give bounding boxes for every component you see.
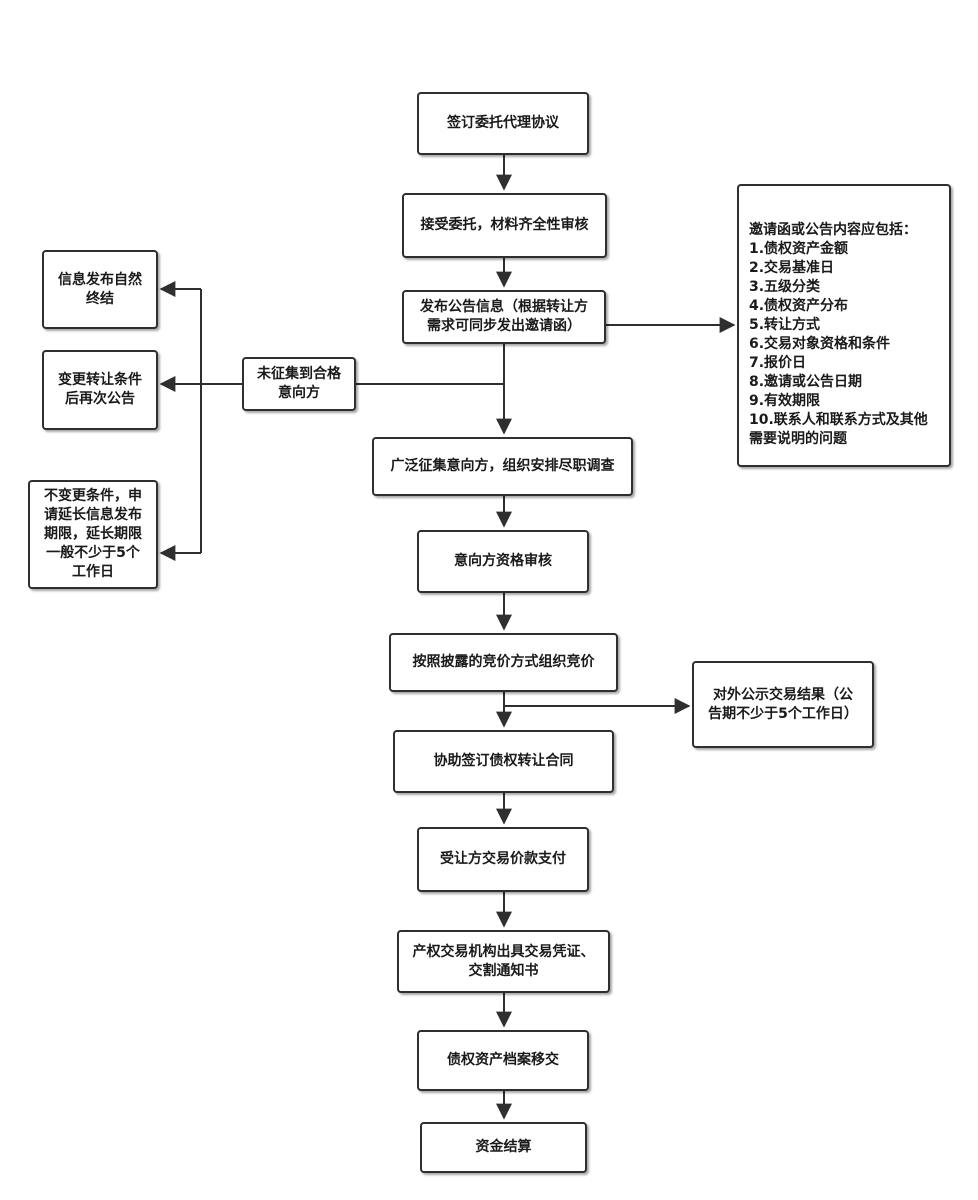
- qualification-review-box: 意向方资格审核: [417, 530, 589, 593]
- publicize-result-box: 对外公示交易结果（公 告期不少于5个工作日）: [692, 661, 874, 748]
- archive-transfer-box: 债权资产档案移交: [417, 1030, 589, 1091]
- accept-review-box: 接受委托，材料齐全性审核: [402, 193, 607, 258]
- settlement-box: 资金结算: [420, 1122, 587, 1173]
- payment-box: 受让方交易价款支付: [417, 827, 589, 892]
- sign-agreement-box: 签订委托代理协议: [417, 92, 589, 155]
- collect-investigate-box: 广泛征集意向方，组织安排尽职调查: [372, 437, 633, 496]
- extend-period-box: 不变更条件，申 请延长信息发布 期限，延长期限 一般不少于5个 工作日: [28, 480, 158, 589]
- sign-contract-box: 协助签订债权转让合同: [393, 730, 614, 793]
- no-qualified-box: 未征集到合格 意向方: [242, 357, 356, 411]
- change-terms-box: 变更转让条件 后再次公告: [42, 350, 158, 430]
- invitation-contents-box: 邀请函或公告内容应包括： 1.债权资产金额 2.交易基准日 3.五级分类 4.债…: [737, 184, 951, 467]
- natural-end-box: 信息发布自然 终结: [42, 250, 158, 329]
- bidding-box: 按照披露的竞价方式组织竞价: [389, 633, 618, 692]
- certificate-box: 产权交易机构出具交易凭证、 交割通知书: [397, 930, 610, 993]
- publish-notice-box: 发布公告信息（根据转让方 需求可同步发出邀请函）: [402, 290, 606, 344]
